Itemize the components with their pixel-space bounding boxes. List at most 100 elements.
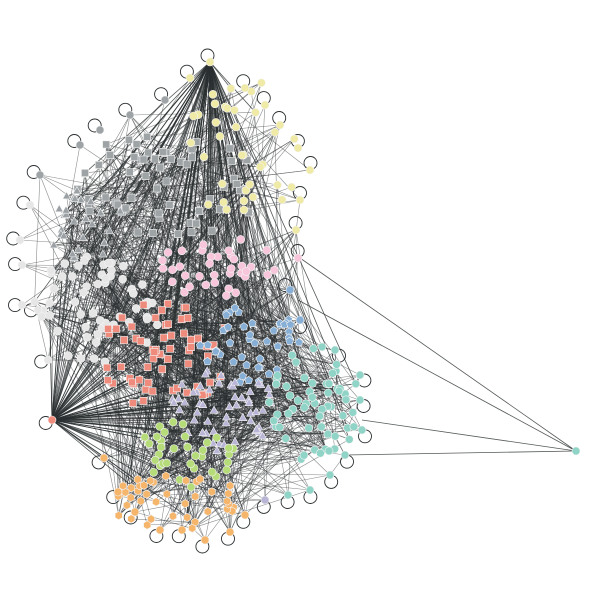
graph-node bbox=[45, 310, 55, 320]
graph-edge bbox=[51, 419, 203, 434]
graph-edge bbox=[105, 144, 137, 198]
graph-node bbox=[89, 354, 99, 363]
graph-node bbox=[264, 397, 274, 407]
graph-edge bbox=[51, 419, 167, 464]
graph-edge bbox=[143, 61, 211, 305]
graph-node bbox=[178, 419, 188, 429]
graph-node bbox=[281, 434, 291, 443]
graph-node bbox=[196, 474, 204, 484]
graph-node bbox=[287, 182, 296, 192]
graph-node bbox=[174, 230, 183, 239]
graph-node bbox=[119, 481, 127, 491]
graph-edge bbox=[183, 333, 337, 372]
graph-node bbox=[85, 207, 94, 216]
graph-edge bbox=[113, 61, 211, 325]
graph-node bbox=[186, 138, 196, 148]
graph-edge bbox=[260, 384, 266, 501]
graph-edge bbox=[51, 139, 130, 421]
graph-node bbox=[115, 206, 125, 215]
graph-edge bbox=[80, 199, 204, 245]
graph-edge bbox=[209, 61, 354, 413]
graph-node bbox=[229, 254, 239, 264]
graph-node bbox=[226, 264, 236, 273]
graph-edge bbox=[51, 368, 163, 421]
graph-node bbox=[61, 209, 71, 218]
graph-node bbox=[155, 422, 164, 431]
graph-node bbox=[169, 444, 179, 453]
graph-node bbox=[341, 395, 351, 405]
graph-node bbox=[295, 315, 305, 325]
graph-node bbox=[330, 431, 340, 441]
graph-node bbox=[206, 378, 214, 387]
graph-edge bbox=[65, 61, 211, 211]
graph-edge bbox=[51, 419, 140, 487]
graph-node bbox=[338, 411, 348, 420]
graph-edge bbox=[145, 99, 166, 177]
graph-node bbox=[315, 411, 325, 421]
graph-node bbox=[334, 386, 344, 396]
graph-edge bbox=[85, 204, 209, 220]
graph-node bbox=[300, 373, 309, 383]
graph-node bbox=[252, 424, 262, 433]
graph-edge bbox=[88, 205, 131, 379]
graph-node bbox=[271, 379, 281, 389]
graph-node bbox=[81, 322, 90, 332]
graph-edge bbox=[51, 419, 188, 448]
graph-node bbox=[74, 261, 83, 270]
graph-node bbox=[153, 184, 161, 193]
graph-node bbox=[238, 371, 247, 380]
graph-node bbox=[139, 397, 148, 405]
graph-node bbox=[130, 507, 140, 517]
graph-node bbox=[57, 272, 67, 281]
graph-edge bbox=[213, 431, 321, 454]
graph-node bbox=[260, 495, 270, 505]
graph-edge bbox=[158, 164, 187, 214]
graph-node bbox=[76, 310, 85, 319]
nodes-layer bbox=[15, 57, 581, 545]
graph-node bbox=[81, 169, 89, 177]
graph-node bbox=[263, 383, 273, 392]
graph-edge bbox=[51, 419, 145, 486]
graph-edge bbox=[209, 61, 221, 377]
graph-node bbox=[240, 510, 250, 520]
graph-node bbox=[144, 378, 153, 387]
graph-node bbox=[273, 341, 282, 350]
graph-node bbox=[70, 297, 80, 307]
graph-node bbox=[323, 388, 333, 398]
graph-node bbox=[181, 271, 190, 280]
graph-node bbox=[152, 432, 162, 442]
graph-node bbox=[125, 110, 135, 120]
graph-node bbox=[162, 458, 171, 468]
graph-node bbox=[76, 194, 86, 204]
graph-node bbox=[148, 229, 157, 237]
graph-node bbox=[309, 344, 318, 353]
graph-node bbox=[146, 476, 155, 486]
graph-node bbox=[104, 258, 113, 268]
graph-node bbox=[316, 448, 325, 458]
graph-node bbox=[164, 320, 172, 329]
graph-edge bbox=[109, 154, 167, 182]
graph-node bbox=[214, 378, 224, 387]
graph-edge bbox=[152, 346, 192, 392]
graph-node bbox=[226, 481, 234, 491]
graph-node bbox=[163, 299, 172, 308]
self-loop bbox=[278, 278, 293, 293]
graph-node bbox=[212, 445, 222, 455]
graph-node bbox=[180, 329, 188, 338]
graph-node bbox=[156, 163, 165, 172]
graph-node bbox=[237, 150, 247, 160]
graph-node bbox=[182, 476, 190, 486]
graph-edge bbox=[239, 319, 289, 383]
graph-node bbox=[142, 314, 152, 324]
graph-node bbox=[130, 153, 139, 161]
graph-edge bbox=[162, 259, 235, 464]
graph-node bbox=[324, 379, 334, 389]
graph-node bbox=[187, 343, 195, 351]
graph-node bbox=[230, 392, 240, 401]
graph-edge bbox=[209, 61, 280, 428]
graph-node bbox=[75, 140, 85, 150]
graph-edge bbox=[159, 217, 200, 277]
graph-node bbox=[53, 326, 63, 336]
graph-node bbox=[264, 369, 274, 378]
graph-edge bbox=[209, 61, 247, 190]
